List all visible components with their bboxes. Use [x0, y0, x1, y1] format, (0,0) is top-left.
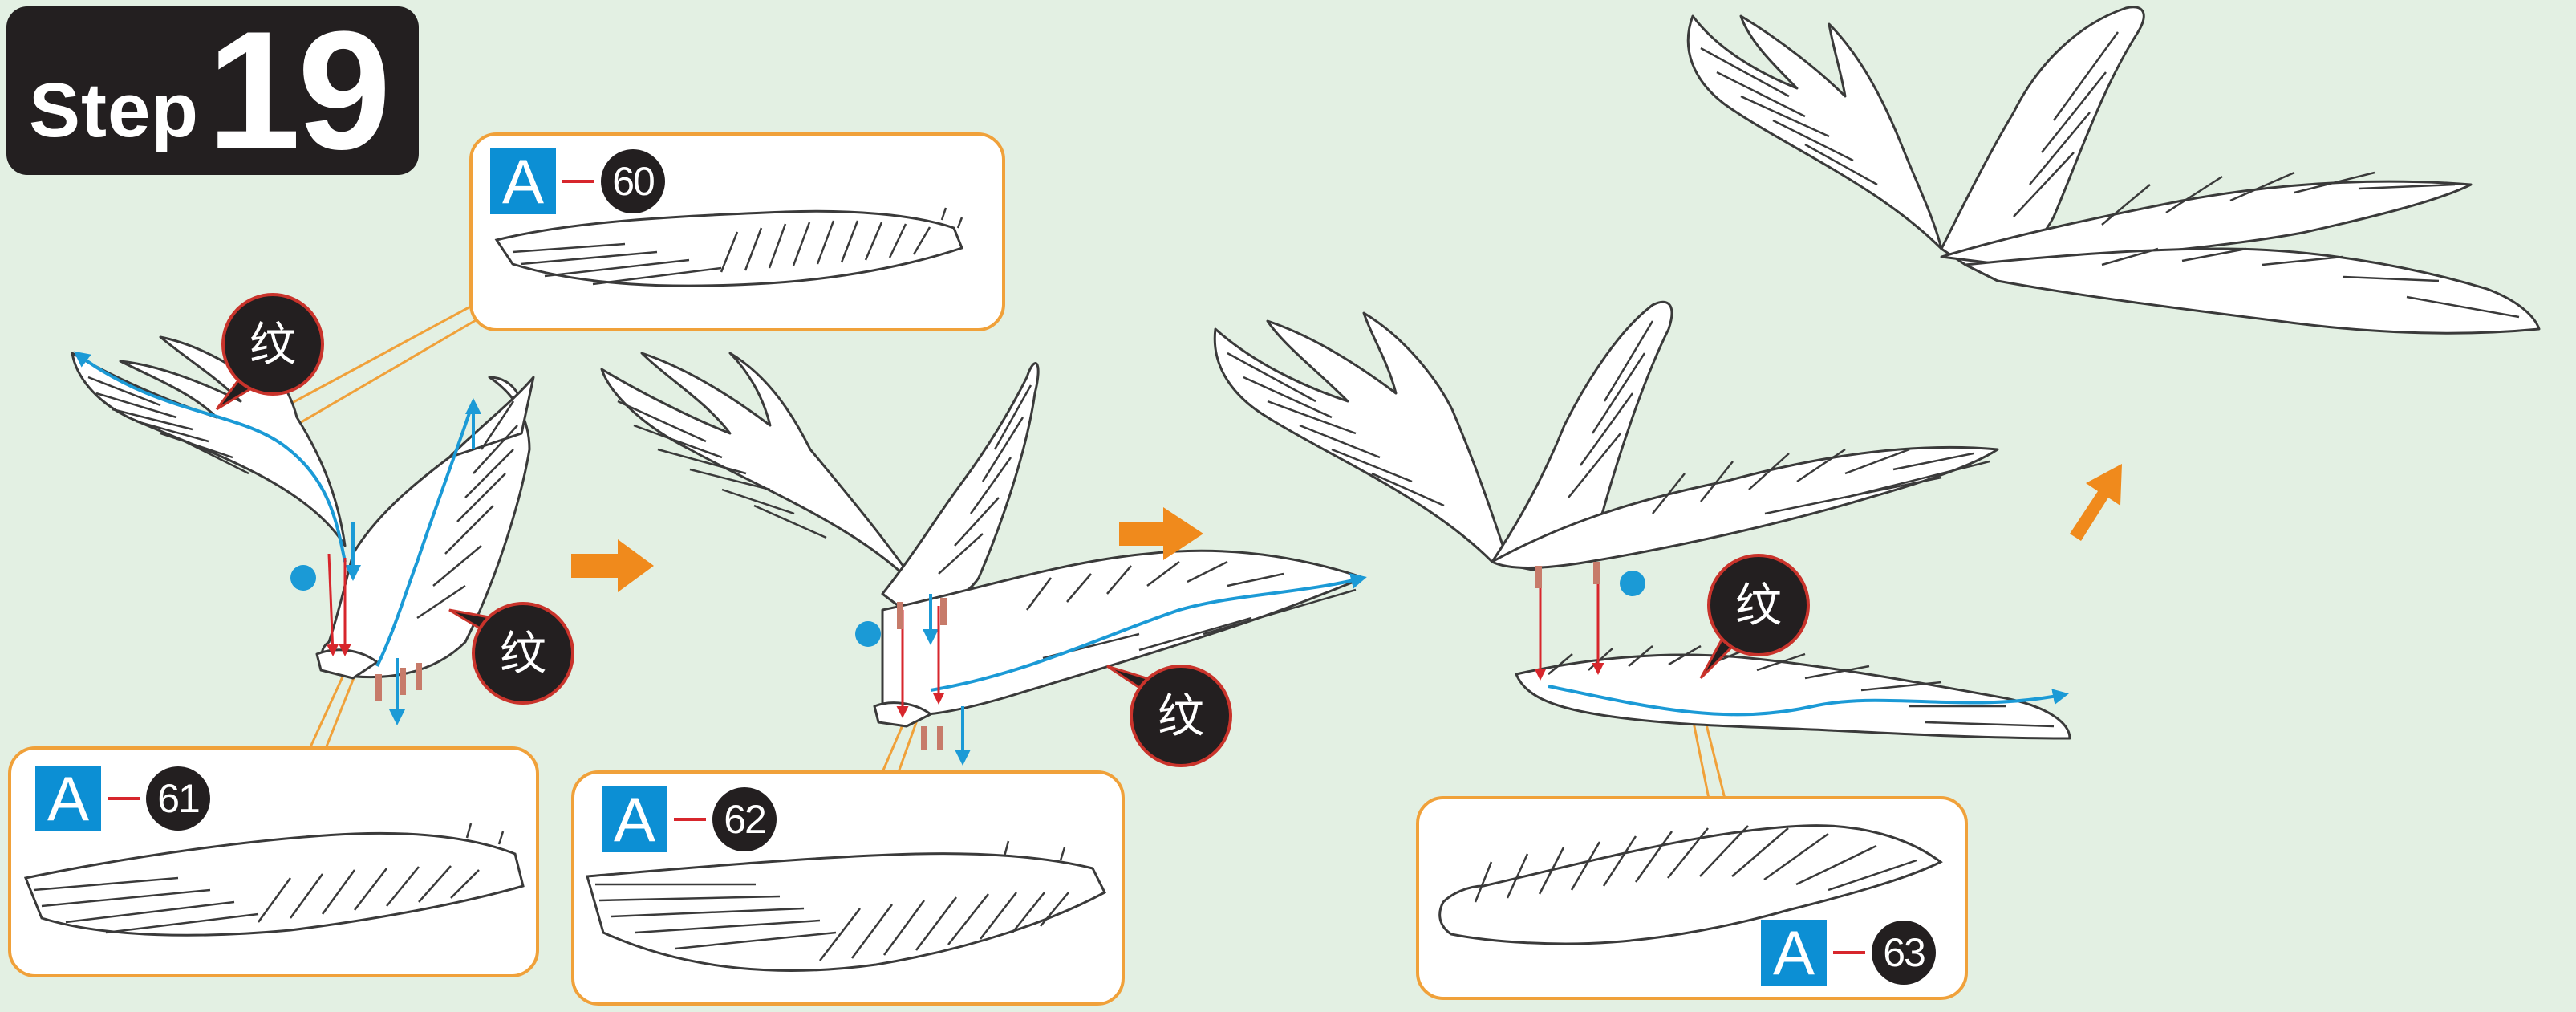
- step-number: 19: [207, 6, 388, 175]
- callout-a61: A 61: [8, 746, 539, 977]
- callout-a60: A 60: [469, 132, 1005, 331]
- part-a61-shape: [18, 758, 531, 966]
- part-a60-shape: [481, 144, 994, 320]
- pattern-marker-2: 纹: [472, 602, 574, 705]
- bird-1: [72, 337, 533, 678]
- flow-arrow-3: [2070, 464, 2122, 541]
- part-number-badge: 63: [1872, 921, 1936, 985]
- step-word: Step: [29, 67, 199, 155]
- step-badge: Step 19: [6, 6, 419, 175]
- pattern-marker-1: 纹: [221, 293, 324, 396]
- pattern-marker-3: 纹: [1130, 665, 1232, 767]
- part-letter-box: A: [1761, 920, 1827, 986]
- callout-a62: A 62: [571, 770, 1125, 1006]
- bird-final: [1688, 7, 2539, 333]
- bird-2-glue-dot: [855, 621, 881, 647]
- bird-2: [602, 353, 1364, 726]
- callout-a63: A 63: [1416, 796, 1968, 1000]
- part-tag-a63: A 63: [1761, 920, 1936, 986]
- bird-3-glue-dot: [1620, 571, 1645, 596]
- flow-arrow-1: [571, 539, 654, 592]
- bird-1-glue-dot: [290, 565, 316, 591]
- tag-dash: [1833, 951, 1865, 954]
- part-a62-shape: [579, 780, 1117, 997]
- bird-3: [1215, 302, 2070, 738]
- pattern-marker-4: 纹: [1707, 554, 1810, 656]
